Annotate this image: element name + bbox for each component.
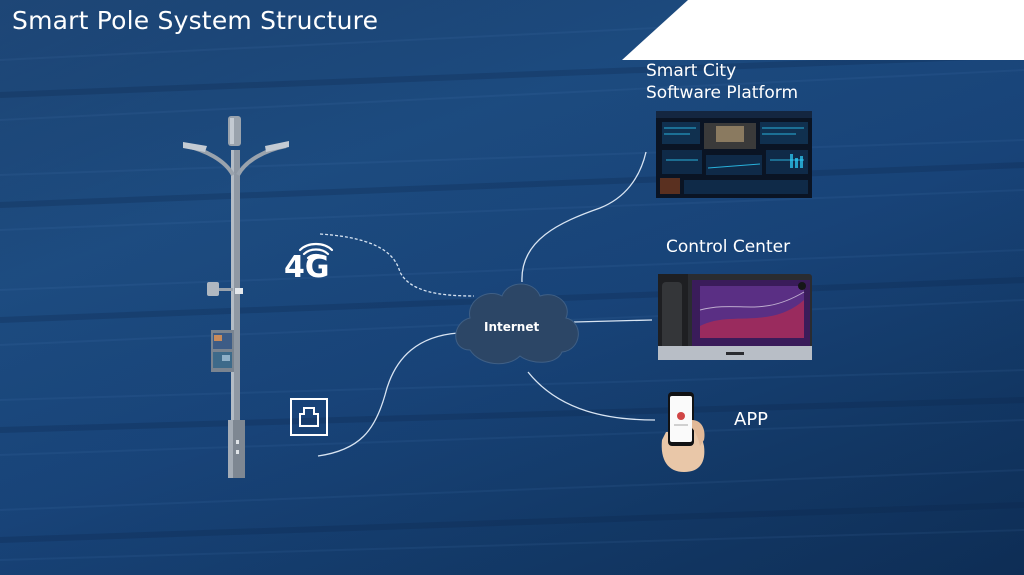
smart-pole-illustration — [183, 116, 289, 478]
control-center-label: Control Center — [666, 237, 791, 257]
platform-label-line2: Software Platform — [646, 83, 799, 103]
link-internet-to-control — [573, 319, 653, 323]
link-internet-to-app — [527, 371, 656, 421]
wifi-signal-icon — [298, 242, 334, 260]
smartphone-hand-image — [661, 392, 705, 472]
link-ethernet-to-internet — [317, 332, 459, 457]
software-dashboard-image — [656, 111, 812, 198]
ethernet-port-icon — [290, 398, 328, 436]
connection-lines — [317, 151, 656, 457]
link-4g-to-internet — [319, 233, 475, 297]
internet-cloud-icon — [455, 283, 579, 365]
platform-label-line1: Smart City — [646, 61, 737, 81]
network-4g-label: 4G — [284, 250, 330, 285]
control-center-terminal-image — [658, 274, 812, 360]
page-title: Smart Pole System Structure — [12, 6, 379, 35]
link-internet-to-platform — [521, 151, 647, 283]
app-label: APP — [734, 409, 769, 430]
platform-label: Smart City Software Platform — [646, 60, 798, 104]
internet-label: Internet — [484, 320, 540, 334]
